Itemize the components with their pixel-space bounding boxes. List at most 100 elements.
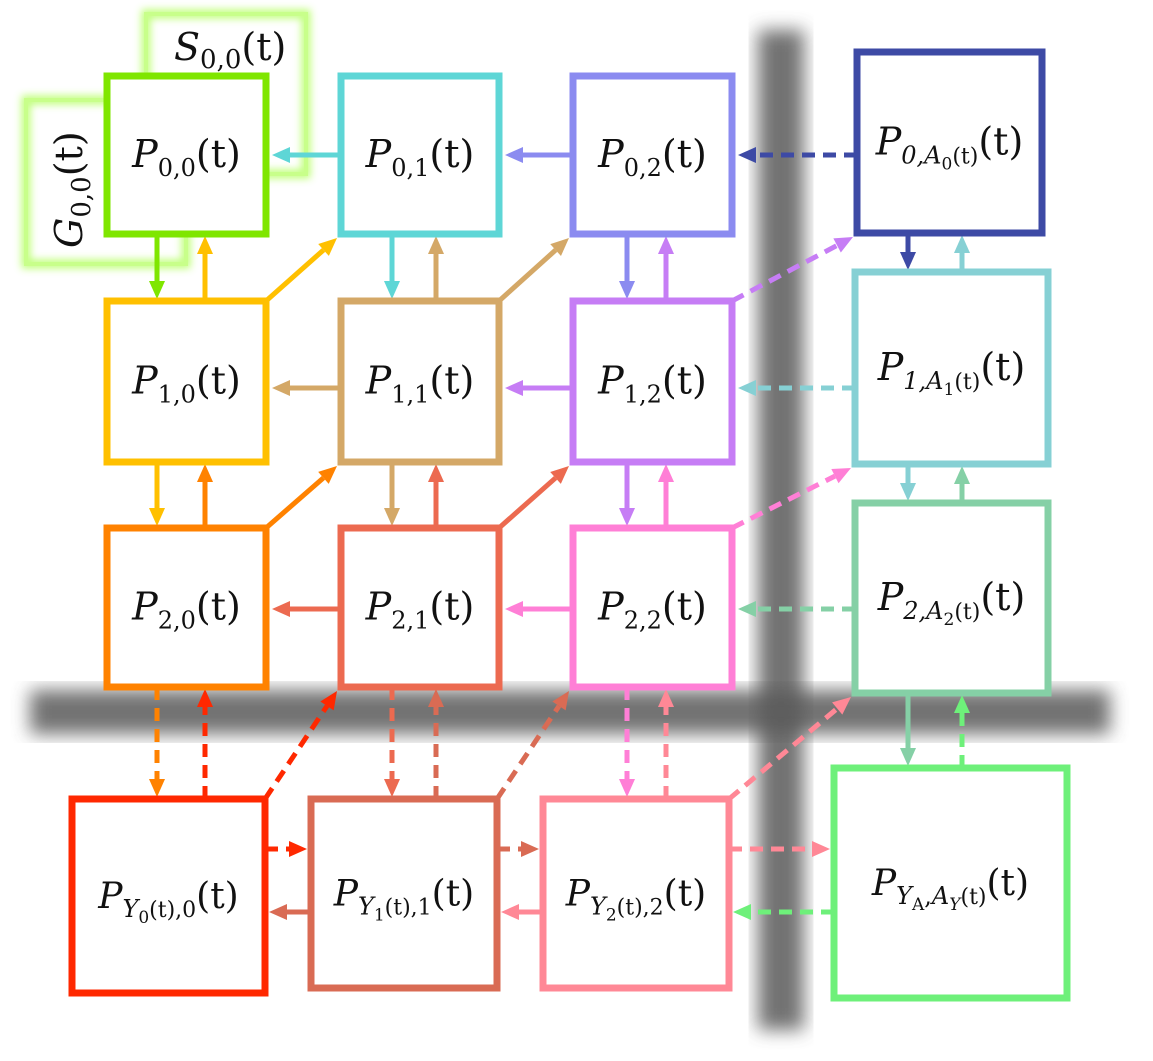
node-box-n22 <box>569 524 736 691</box>
arrow-n20-up-to-n10 <box>197 464 213 528</box>
arrow-n21-diag-to-n12 <box>497 466 569 530</box>
node-label-n10: P1,0(t) <box>131 359 241 409</box>
arrow-n11-diag-to-n02 <box>497 238 569 303</box>
node-n01: P0,1(t) <box>337 72 503 238</box>
arrow-n20-diag-to-n11 <box>264 466 337 530</box>
node-nY0: PY0(t),0(t) <box>68 795 269 997</box>
arrow-nY1-diag-to-n22 <box>494 691 569 801</box>
node-label-nYA: PYA,AY(t)(t) <box>871 863 1029 915</box>
node-box-nY1 <box>307 795 501 992</box>
node-box-nY0 <box>68 795 269 997</box>
arrow-nY0-diag-to-n21 <box>262 691 337 801</box>
arrow-n1A-up-to-n0A <box>954 235 970 272</box>
node-box-nY2 <box>539 795 733 992</box>
node-box-n10 <box>103 297 270 466</box>
arrow-n20-down-to-nY0 <box>149 687 165 797</box>
arrow-n11-down-to-n21 <box>384 462 400 526</box>
node-box-n2A <box>851 499 1052 697</box>
node-n22: P2,2(t) <box>569 524 736 691</box>
node-box-n00 <box>103 72 270 238</box>
arrow-nYA-left-to-nY2 <box>733 904 834 920</box>
arrow-n12-down-to-n22 <box>619 462 635 526</box>
node-box-n1A <box>851 268 1052 468</box>
node-box-nYA <box>830 764 1071 1002</box>
arrow-n22-to-n21 <box>505 601 573 617</box>
node-n02: P0,2(t) <box>569 72 736 238</box>
node-n0A: P0,A0(t)(t) <box>853 48 1046 237</box>
arrow-n22-diag-to-n1A <box>730 468 851 531</box>
node-label-n2A: P2,A2(t)(t) <box>877 575 1026 630</box>
arrow-n21-to-n20 <box>272 601 341 617</box>
node-n10: P1,0(t) <box>103 297 270 466</box>
arrow-n11-up-to-n01 <box>428 236 444 301</box>
arrow-nY1-left-to-nY0 <box>269 904 311 920</box>
arrow-n00-down-to-n10 <box>149 234 165 299</box>
arrow-n10-up-to-n00 <box>197 236 213 301</box>
node-nY1: PY1(t),1(t) <box>307 795 501 992</box>
arrow-n1A-to-n12 <box>738 380 855 396</box>
arrow-nY1-up-to-n21 <box>428 689 444 799</box>
arrow-n01-to-n00 <box>272 147 341 163</box>
node-n1A: P1,A1(t)(t) <box>851 268 1052 468</box>
arrow-n01-down-to-n11 <box>384 234 400 299</box>
node-n20: P2,0(t) <box>103 524 270 691</box>
arrow-nY2-diag-to-n2A <box>727 697 851 801</box>
node-box-n20 <box>103 524 270 691</box>
arrow-n2A-down-to-nYA <box>900 693 916 766</box>
node-label-n02: P0,2(t) <box>597 132 707 182</box>
node-box-n0A <box>853 48 1046 237</box>
arrow-nY0-up-to-n20 <box>197 689 213 799</box>
arrow-n22-up-to-n12 <box>658 464 674 528</box>
node-n11: P1,1(t) <box>337 297 503 466</box>
arrow-n2A-up-to-n1A <box>954 466 970 503</box>
arrow-n1A-down-to-n2A <box>900 464 916 501</box>
node-label-n00: P0,0(t) <box>131 132 241 182</box>
arrow-n2A-to-n22 <box>738 601 855 617</box>
node-label-nY1: PY1(t),1(t) <box>333 874 474 926</box>
arrow-nY2-up-to-n22 <box>658 689 674 799</box>
vertical-separator-shadow <box>758 30 804 1030</box>
node-nYA: PYA,AY(t)(t) <box>830 764 1071 1002</box>
arrow-n12-diag-to-n0A <box>730 237 853 304</box>
arrow-n21-down-to-nY1 <box>384 687 400 797</box>
edges-layer <box>149 147 970 920</box>
arrow-n12-up-to-n02 <box>658 236 674 301</box>
node-label-n1A: P1,A1(t)(t) <box>877 345 1026 400</box>
node-box-n21 <box>337 524 503 691</box>
arrow-n02-to-n01 <box>505 147 573 163</box>
arrow-n21-up-to-n11 <box>428 464 444 528</box>
arrow-n0A-to-n02 <box>738 147 857 163</box>
node-box-n02 <box>569 72 736 238</box>
node-box-n01 <box>337 72 503 238</box>
node-label-n01: P0,1(t) <box>365 132 475 182</box>
node-box-n11 <box>337 297 503 466</box>
node-label-n20: P2,0(t) <box>131 585 241 635</box>
arrow-n0A-down-to-n1A <box>900 233 916 270</box>
arrow-n10-down-to-n20 <box>149 462 165 526</box>
node-label-n12: P1,2(t) <box>597 359 707 409</box>
arrow-n22-down-to-nY2 <box>619 687 635 797</box>
arrow-n11-to-n10 <box>272 380 341 396</box>
arrow-n10-diag-to-n01 <box>264 238 337 303</box>
arrow-nY1-right-to-nY2 <box>497 841 539 857</box>
arrow-n02-down-to-n12 <box>619 234 635 299</box>
arrow-nY0-right-to-nY1 <box>265 841 307 857</box>
g00-label: G0,0(t) <box>47 131 97 248</box>
horizontal-separator-shadow <box>30 690 1110 734</box>
node-label-nY0: PY0(t),0(t) <box>97 876 238 928</box>
node-n00: P0,0(t) <box>103 72 270 238</box>
node-nY2: PY2(t),2(t) <box>539 795 733 992</box>
node-n12: P1,2(t) <box>569 297 736 466</box>
arrow-nYA-up-to-n2A <box>954 695 970 768</box>
arrow-nY2-right-to-nYA <box>729 841 830 857</box>
s00-label: S0,0(t) <box>174 25 286 75</box>
node-n2A: P2,A2(t)(t) <box>851 499 1052 697</box>
node-label-n0A: P0,A0(t)(t) <box>875 120 1024 175</box>
node-label-n21: P2,1(t) <box>365 585 475 635</box>
node-label-n11: P1,1(t) <box>365 359 475 409</box>
node-label-nY2: PY2(t),2(t) <box>565 874 706 926</box>
arrow-nY2-left-to-nY1 <box>501 904 543 920</box>
node-n21: P2,1(t) <box>337 524 503 691</box>
arrow-n12-to-n11 <box>505 380 573 396</box>
